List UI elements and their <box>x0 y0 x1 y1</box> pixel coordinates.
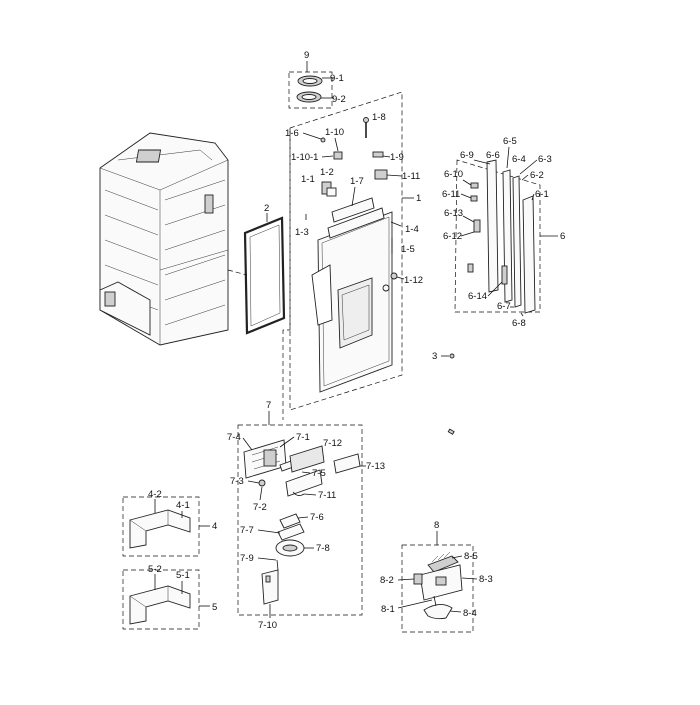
callout-9-1: 9-1 <box>330 73 344 84</box>
callout-1-10-1: 1-10-1 <box>291 152 318 163</box>
callout-1-7: 1-7 <box>350 176 364 187</box>
callout-6-9: 6-9 <box>460 150 474 161</box>
callout-1: 1 <box>416 193 421 204</box>
callout-1-10: 1-10 <box>325 127 344 138</box>
callout-1-12: 1-12 <box>404 275 423 286</box>
callout-4: 4 <box>212 521 217 532</box>
callout-6-4: 6-4 <box>512 154 526 165</box>
part-9-box <box>288 71 333 109</box>
callout-6-12: 6-12 <box>443 231 462 242</box>
callout-7-5: 7-5 <box>312 468 326 479</box>
part-4-bracket <box>129 509 191 549</box>
door-gasket <box>227 216 286 335</box>
callout-5: 5 <box>212 602 217 613</box>
callout-7-2: 7-2 <box>253 502 267 513</box>
callout-8-3: 8-3 <box>479 574 493 585</box>
fridge-door-panel <box>311 211 393 393</box>
callout-6-7: 6-7 <box>497 301 511 312</box>
door-trims <box>467 159 536 314</box>
callout-8: 8 <box>434 520 439 531</box>
callout-3: 3 <box>432 351 437 362</box>
callout-7-4: 7-4 <box>227 432 241 443</box>
callout-6-6: 6-6 <box>486 150 500 161</box>
callout-1-11: 1-11 <box>402 171 420 182</box>
callout-4-2: 4-2 <box>148 489 162 500</box>
callout-1-4: 1-4 <box>405 224 419 235</box>
part-3 <box>449 353 455 359</box>
callout-1-3: 1-3 <box>295 227 309 238</box>
callout-5-1: 5-1 <box>176 570 190 581</box>
callout-7-8: 7-8 <box>316 543 330 554</box>
callout-8-1: 8-1 <box>381 604 395 615</box>
callout-6-13: 6-13 <box>444 208 463 219</box>
callout-5-2: 5-2 <box>148 564 162 575</box>
part-6-box <box>454 159 541 313</box>
callout-9: 9 <box>304 50 309 61</box>
callout-6-5: 6-5 <box>503 136 517 147</box>
dispenser-parts <box>243 439 361 605</box>
part-7-box <box>237 424 363 616</box>
callout-7-12: 7-12 <box>323 438 342 449</box>
part-8-box <box>401 544 474 633</box>
callout-7-3: 7-3 <box>230 476 244 487</box>
callout-4-1: 4-1 <box>176 500 190 511</box>
refrigerator-cabinet <box>99 132 229 346</box>
part-5-bracket <box>129 585 191 625</box>
callout-7: 7 <box>266 400 271 411</box>
callout-1-1: 1-1 <box>301 174 315 185</box>
callout-8-2: 8-2 <box>380 575 394 586</box>
callout-6: 6 <box>560 231 565 242</box>
callout-7-1: 7-1 <box>296 432 310 443</box>
callout-2: 2 <box>264 203 269 214</box>
callout-1-9: 1-9 <box>390 152 404 163</box>
part-4-box <box>122 496 200 557</box>
callout-1-6: 1-6 <box>285 128 299 139</box>
part-5-box <box>122 569 200 630</box>
callout-7-6: 7-6 <box>310 512 324 523</box>
callout-6-11: 6-11 <box>442 189 460 200</box>
callout-8-5: 8-5 <box>464 551 478 562</box>
callout-1-5: 1-5 <box>401 244 415 255</box>
door-small-parts <box>305 117 402 280</box>
callout-1-2: 1-2 <box>320 167 334 178</box>
callout-8-4: 8-4 <box>463 608 477 619</box>
callout-7-7: 7-7 <box>240 525 254 536</box>
callout-9-2: 9-2 <box>332 94 346 105</box>
callout-7-11: 7-11 <box>318 490 336 501</box>
callout-1-8: 1-8 <box>372 112 386 123</box>
callout-6-14: 6-14 <box>468 291 487 302</box>
callout-6-10: 6-10 <box>444 169 463 180</box>
callout-7-10: 7-10 <box>258 620 277 631</box>
callout-6-3: 6-3 <box>538 154 552 165</box>
callout-6-1: 6-1 <box>535 189 549 200</box>
callout-7-13: 7-13 <box>366 461 385 472</box>
callout-7-9: 7-9 <box>240 553 254 564</box>
callout-6-8: 6-8 <box>512 318 526 329</box>
callout-6-2: 6-2 <box>530 170 544 181</box>
ice-maker-parts <box>413 551 463 620</box>
